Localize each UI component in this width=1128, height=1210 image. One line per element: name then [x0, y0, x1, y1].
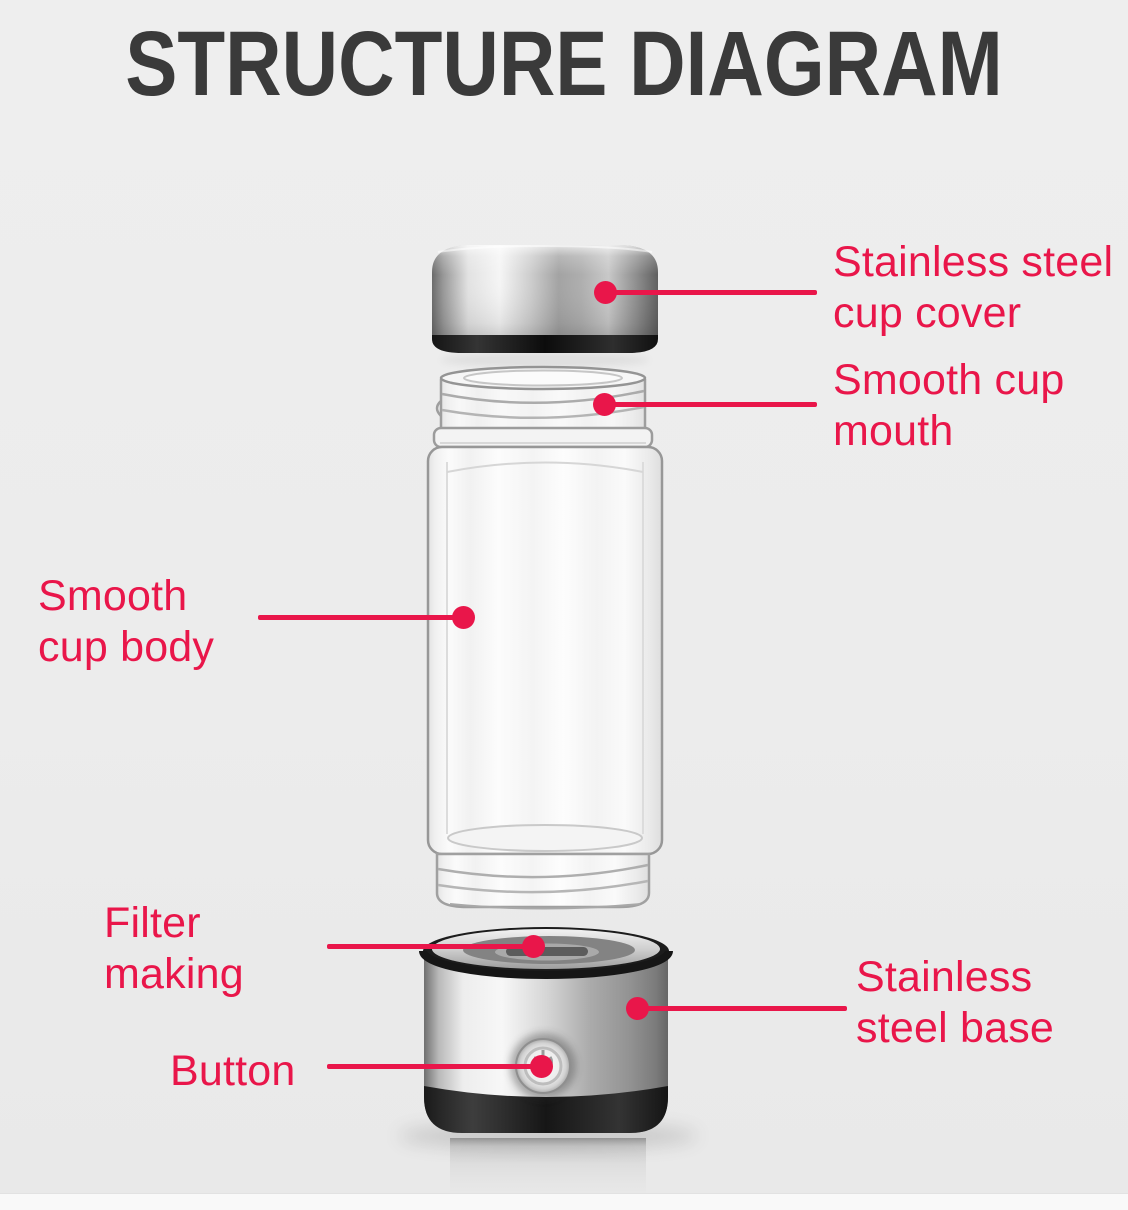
- skirt-bottom-arc: [449, 903, 641, 910]
- callout-label-cup-mouth: Smooth cup mouth: [833, 356, 1065, 455]
- neck-collar: [432, 426, 654, 449]
- callout-dot-cup-body: [452, 606, 475, 629]
- cup-mouth-illustration: [432, 365, 654, 449]
- body-inner-top-arc: [446, 461, 644, 473]
- body-glass: [426, 445, 664, 856]
- skirt-thread-2: [437, 879, 649, 894]
- cap-top-highlight: [437, 244, 653, 253]
- neck-thread-1: [441, 389, 645, 405]
- callout-line-filter: [327, 944, 533, 949]
- mouth-inner-lip: [463, 369, 623, 387]
- filter-illustration: [419, 927, 673, 979]
- cup-body-illustration: [426, 445, 664, 910]
- cap-sheen: [432, 245, 658, 337]
- callout-line-button: [327, 1064, 541, 1069]
- callout-label-cup-body: Smooth cup body: [38, 572, 215, 671]
- callout-line-base: [637, 1006, 847, 1011]
- cap-black-rim: [432, 335, 658, 353]
- callout-label-base: Stainless steel base: [856, 953, 1055, 1052]
- callout-line-cup-body: [258, 615, 463, 620]
- skirt-glass: [435, 852, 651, 909]
- callout-line-cup-mouth: [604, 402, 817, 407]
- neck-thread-2: [441, 405, 645, 420]
- callout-label-cup-cover: Stainless steel cup cover: [833, 238, 1114, 337]
- callout-line-cup-cover: [605, 290, 817, 295]
- base-front-lip: [419, 950, 673, 979]
- bottom-strip: [0, 1193, 1128, 1210]
- neck-left-bulge: [435, 400, 442, 417]
- callout-label-button: Button: [170, 1047, 296, 1095]
- skirt-thread-1: [437, 863, 649, 879]
- base-black-rim: [424, 1086, 668, 1133]
- cap-shadow: [440, 353, 650, 367]
- callout-dot-filter: [522, 935, 545, 958]
- cup-cover-illustration: [432, 244, 658, 353]
- body-inner-bottom: [447, 824, 643, 852]
- page-title: STRUCTURE DIAGRAM: [125, 13, 1003, 115]
- callout-label-filter: Filter making: [104, 899, 244, 998]
- callout-dot-button: [530, 1055, 553, 1078]
- base-illustration: [419, 927, 673, 1133]
